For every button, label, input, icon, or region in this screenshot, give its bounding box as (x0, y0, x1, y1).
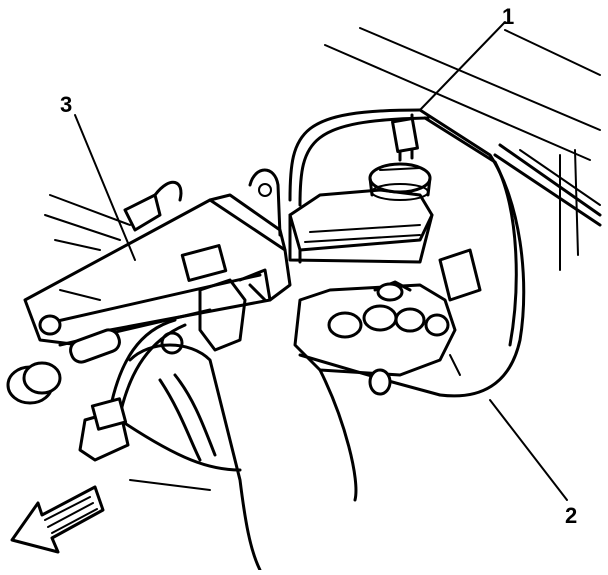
leader-line-3 (74, 114, 136, 261)
brake-lines (288, 108, 602, 398)
leader-line-1 (419, 21, 506, 111)
callout-label-3: 3 (60, 92, 73, 117)
callout-label-1: 1 (502, 4, 515, 29)
leader-line-2 (489, 399, 568, 501)
front-direction-arrow-icon (10, 485, 105, 554)
linkage-rods (78, 248, 482, 462)
callout-label-2: 2 (565, 503, 578, 528)
bracket-assembly (23, 168, 292, 347)
leader-lines (74, 21, 568, 501)
body-panel-lines (324, 27, 601, 271)
master-cylinder-reservoir (288, 162, 434, 264)
